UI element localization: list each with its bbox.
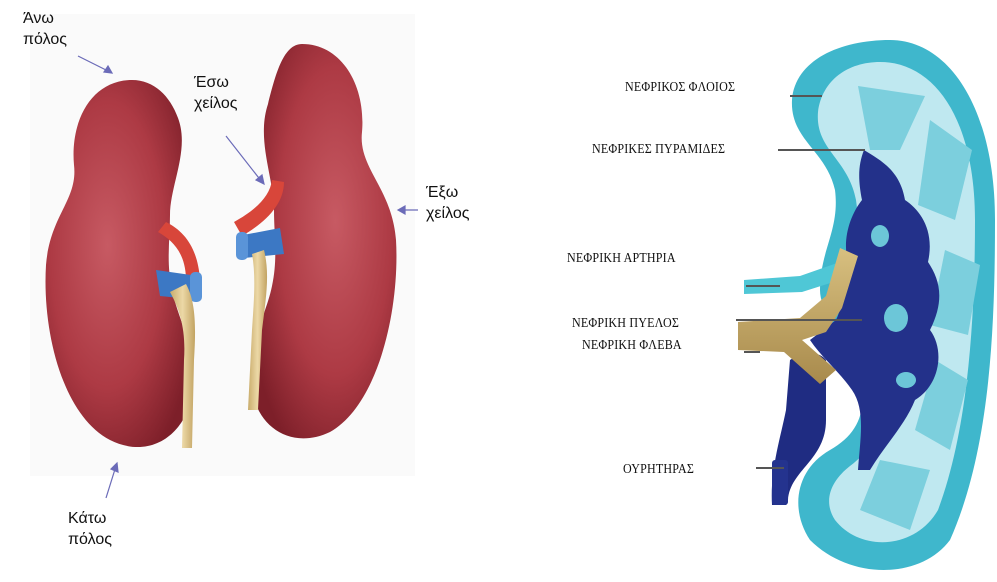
ureter-tube	[772, 460, 788, 505]
outer-lip-label: Έξω χείλος	[426, 182, 469, 224]
inner-lip-label-line1: Έσω	[194, 72, 237, 93]
renal-cortex-label: ΝΕΦΡΙΚΟΣ ΦΛΟΙΟΣ	[625, 80, 735, 96]
inner-lip-label: Έσω χείλος	[194, 72, 237, 114]
upper-pole-label: Άνω πόλος	[23, 8, 67, 50]
lower-pole-label-line2: πόλος	[68, 529, 112, 550]
renal-pyramids-label: ΝΕΦΡΙΚΕΣ ΠΥΡΑΜΙΔΕΣ	[592, 142, 725, 158]
outer-lip-label-line2: χείλος	[426, 203, 469, 224]
renal-pelvis-label: ΝΕΦΡΙΚΗ ΠΥΕΛΟΣ	[572, 316, 679, 332]
lower-pole-label-line1: Κάτω	[68, 508, 112, 529]
renal-vein-label: ΝΕΦΡΙΚΗ ΦΛΕΒΑ	[582, 338, 682, 354]
upper-pole-label-line1: Άνω	[23, 8, 67, 29]
pelvis-calyx-1	[884, 304, 908, 332]
inner-lip-label-line2: χείλος	[194, 93, 237, 114]
upper-pole-label-line2: πόλος	[23, 29, 67, 50]
lower-pole-label: Κάτω πόλος	[68, 508, 112, 550]
pelvis-calyx-2	[871, 225, 889, 247]
kidney-cross-section	[736, 40, 995, 570]
renal-artery-label: ΝΕΦΡΙΚΗ ΑΡΤΗΡΙΑ	[567, 251, 676, 267]
pelvis-calyx-3	[896, 372, 916, 388]
outer-lip-label-line1: Έξω	[426, 182, 469, 203]
ureter-label: ΟΥΡΗΤΗΡΑΣ	[623, 462, 694, 478]
